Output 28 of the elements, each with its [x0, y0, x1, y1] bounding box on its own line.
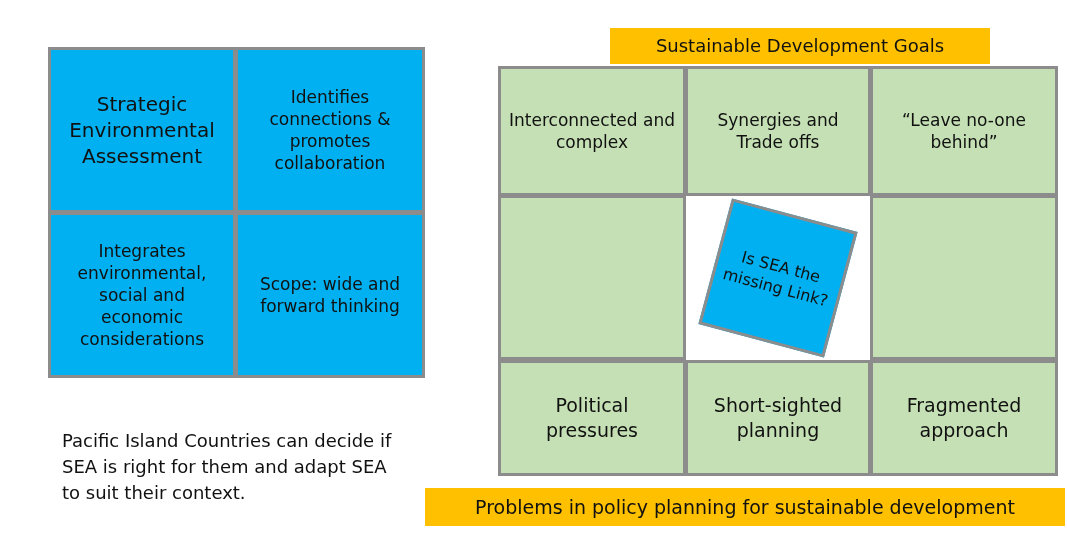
- note-text: Pacific Island Countries can decide if SEA is right for them and adapt SEA to suit their context.: [62, 429, 393, 506]
- piece-label: “Leave no-one behind”: [901, 108, 1027, 154]
- puzzle-piece: [498, 195, 686, 360]
- piece-label: Strategic Environmental Assessment: [68, 91, 216, 170]
- puzzle-piece: [870, 66, 1058, 196]
- puzzle-piece: [498, 66, 686, 196]
- piece-label: Integrates environmental, social and economic considerations: [76, 239, 208, 352]
- banner-title: Problems in policy planning for sustainable development: [474, 494, 1016, 520]
- puzzle-piece: [235, 212, 425, 378]
- banner-title: Sustainable Development Goals: [654, 34, 946, 59]
- piece-label: Fragmented approach: [905, 393, 1023, 443]
- banner: [425, 488, 1065, 526]
- banner: [610, 28, 990, 64]
- piece-label: Scope: wide and forward thinking: [258, 272, 402, 318]
- piece-label: Short-sighted planning: [712, 393, 844, 443]
- piece-label: Identifies connections & promotes collaboration: [268, 85, 392, 176]
- piece-label: Is SEA the missing Link?: [720, 246, 832, 313]
- puzzle-piece: [685, 360, 871, 476]
- puzzle-piece: [48, 47, 236, 213]
- piece-label: Interconnected and complex: [508, 108, 676, 154]
- puzzle-piece: [48, 212, 236, 378]
- puzzle-piece: [870, 360, 1058, 476]
- piece-label: Synergies and Trade offs: [716, 108, 840, 154]
- puzzle-piece: [685, 66, 871, 196]
- puzzle-piece: [870, 195, 1058, 360]
- puzzle-piece: [498, 360, 686, 476]
- puzzle-piece: [235, 47, 425, 213]
- piece-label: Political pressures: [545, 393, 639, 443]
